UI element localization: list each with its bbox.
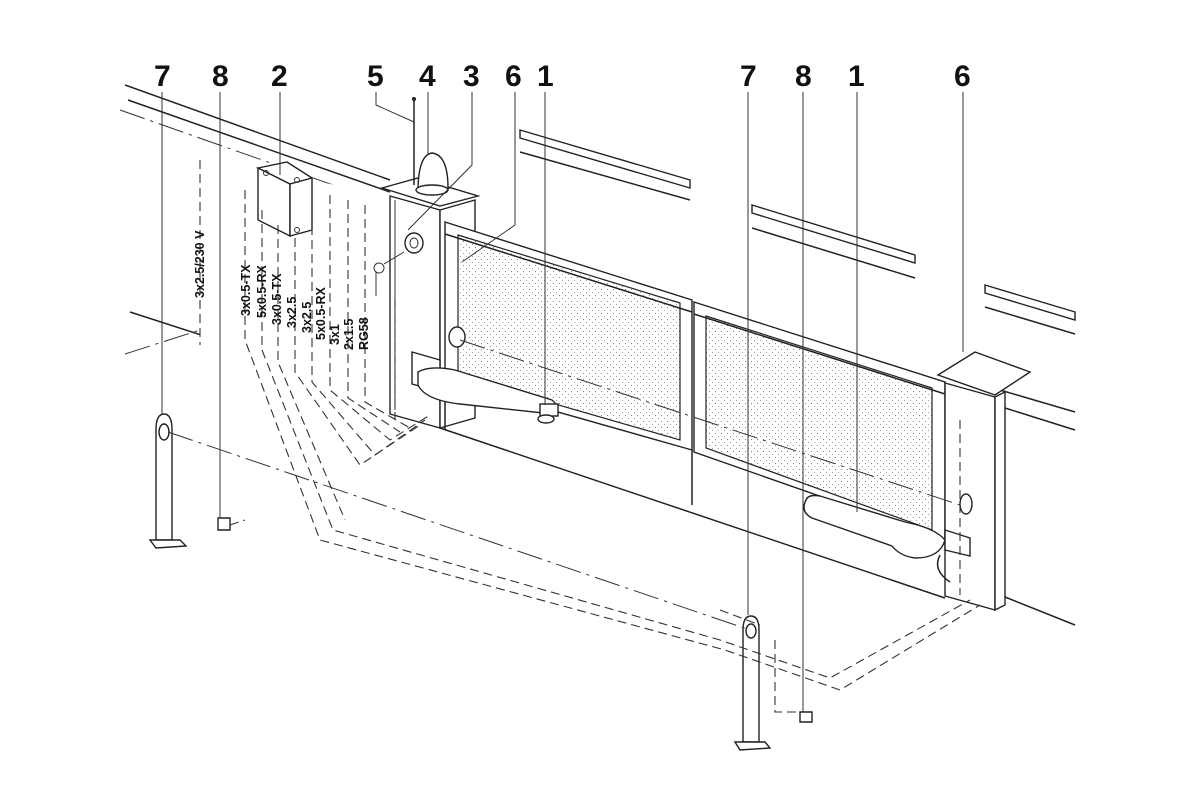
callout-flashing-light: 4 <box>419 60 436 93</box>
cable-label-6: 5x0.5-RX <box>314 287 328 340</box>
callout-photocell-post-right: 7 <box>740 60 757 93</box>
callout-photocell-right: 6 <box>954 60 971 93</box>
callout-antenna: 5 <box>367 60 384 93</box>
cable-label-4: 3x2.5 <box>285 297 299 328</box>
gate-stop-right <box>799 711 813 723</box>
cable-label-7: 3x1 <box>328 324 342 345</box>
cable-labels: 3x2.5/230 V 3x0.5-TX 5x0.5-RX 3x0.5-TX 3… <box>193 230 371 350</box>
actuator-left <box>411 351 559 424</box>
photocell-left <box>448 326 466 348</box>
key-selector <box>373 232 424 296</box>
callout-gate-stop-left: 8 <box>212 60 229 93</box>
cable-label-5: 3x2.5 <box>300 302 314 333</box>
photocell-post-right <box>733 615 772 751</box>
callout-gate-stop-right: 8 <box>795 60 812 93</box>
cable-label-3: 3x0.5-TX <box>270 273 284 325</box>
callout-actuator-right: 1 <box>848 60 865 93</box>
callout-control-unit: 2 <box>271 60 288 93</box>
callout-key-selector: 3 <box>463 60 480 93</box>
actuator-right <box>803 494 971 583</box>
callout-photocell-left: 6 <box>505 60 522 93</box>
leader-lines <box>161 92 964 712</box>
callout-photocell-post-left: 7 <box>154 60 171 93</box>
cable-label-9: RG58 <box>357 317 371 350</box>
cable-runs <box>167 160 981 713</box>
right-pillar <box>936 351 1032 612</box>
photocell-post-left <box>148 413 188 549</box>
cable-label-2: 5x0.5-RX <box>255 265 269 318</box>
callout-numbers: 7 8 2 5 4 3 6 1 7 8 1 6 <box>154 60 971 93</box>
gate-stop-left <box>217 517 231 531</box>
cable-label-power: 3x2.5/230 V <box>193 230 207 298</box>
control-unit <box>255 161 314 238</box>
callout-actuator-left: 1 <box>537 60 554 93</box>
cable-label-1: 3x0.5-TX <box>239 264 253 316</box>
background-wall-lines <box>119 84 1076 626</box>
flashing-light-with-antenna <box>412 97 449 196</box>
cable-label-8: 2x1.5 <box>342 319 356 350</box>
